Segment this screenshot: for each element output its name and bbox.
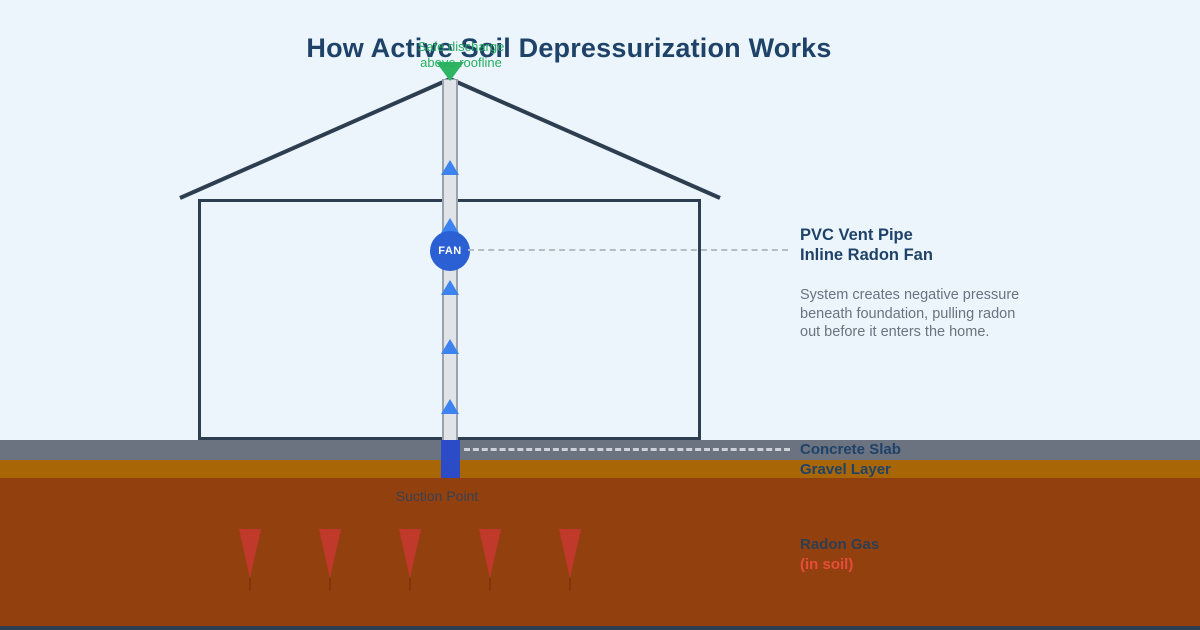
discharge-label-line1: Safe discharge xyxy=(417,39,505,54)
fan-label: FAN xyxy=(438,245,462,257)
callout-description-line3: out before it enters the home. xyxy=(800,324,990,340)
radon-arrow-stem xyxy=(569,578,571,591)
discharge-label: Safe discharge above roofline xyxy=(361,39,561,71)
gravel-layer xyxy=(0,460,1200,478)
callout-title-line1: PVC Vent Pipe xyxy=(800,226,913,244)
radon-arrow-icon xyxy=(319,529,341,578)
airflow-arrow-icon xyxy=(441,218,459,233)
callout-description: System creates negative pressure beneath… xyxy=(800,286,1019,342)
gravel-layer-label: Gravel Layer xyxy=(800,461,891,478)
radon-arrow-icon xyxy=(399,529,421,578)
radon-gas-sublabel: (in soil) xyxy=(800,556,854,573)
radon-arrow-stem xyxy=(249,578,251,591)
callout-description-line1: System creates negative pressure xyxy=(800,287,1020,303)
discharge-arrow-icon xyxy=(436,62,464,81)
radon-arrow-stem xyxy=(329,578,331,591)
discharge-label-line2: above roofline xyxy=(420,55,502,70)
airflow-arrow-icon xyxy=(441,160,459,175)
radon-arrow-icon xyxy=(559,529,581,578)
concrete-slab-label: Concrete Slab xyxy=(800,441,901,458)
suction-point-label: Suction Point xyxy=(395,488,479,504)
radon-arrow-icon xyxy=(239,529,261,578)
radon-arrow-icon xyxy=(479,529,501,578)
airflow-arrow-icon xyxy=(441,399,459,414)
callout-description-line2: beneath foundation, pulling radon xyxy=(800,305,1016,322)
page-title: How Active Soil Depressurization Works xyxy=(306,33,832,64)
suction-point-marker xyxy=(441,440,460,478)
soil-layer xyxy=(0,478,1200,626)
airflow-arrow-icon xyxy=(441,339,459,354)
radon-arrow-stem xyxy=(409,578,411,591)
airflow-arrow-icon xyxy=(441,280,459,295)
slab-leader-line xyxy=(464,448,790,451)
radon-gas-label: Radon Gas xyxy=(800,536,880,553)
callout-title: PVC Vent Pipe Inline Radon Fan xyxy=(800,225,933,265)
fan-leader-line xyxy=(468,249,788,251)
radon-arrow-stem xyxy=(489,578,491,591)
fan-badge: FAN xyxy=(430,231,470,271)
bottom-border xyxy=(0,626,1200,630)
callout-title-line2: Inline Radon Fan xyxy=(800,246,933,264)
